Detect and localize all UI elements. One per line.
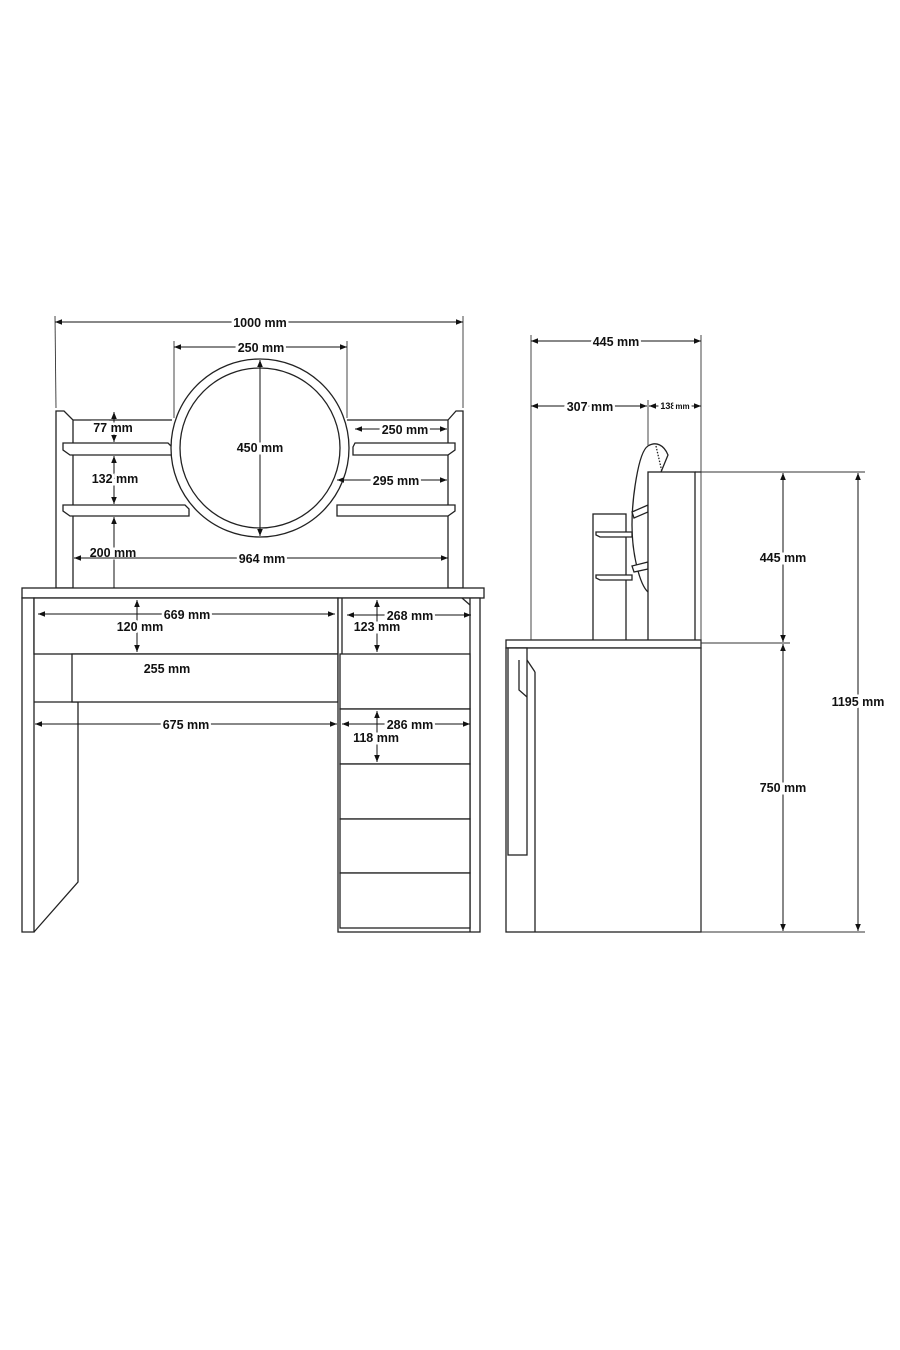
top-drawer xyxy=(33,597,339,655)
hutch-left-panel xyxy=(55,410,74,589)
mirror-side xyxy=(631,445,649,593)
label-shelf-spacing: 132 mm xyxy=(92,472,139,486)
label-mirror-width: 250 mm xyxy=(238,341,285,355)
cabinet-drawer-3 xyxy=(339,763,471,820)
hutch-right-panel xyxy=(447,410,464,589)
label-top-gap: 77 mm xyxy=(93,421,133,435)
side-view: 445 mm 307 mm 138mm 445 mm 750 mm 1195 m… xyxy=(505,333,887,933)
shelf-right-upper xyxy=(352,442,456,456)
label-inner-width: 964 mm xyxy=(239,552,286,566)
label-hutch-height: 445 mm xyxy=(760,551,807,565)
label-mirror-diameter: 450 mm xyxy=(237,441,284,455)
label-hutch-depth: 138mm xyxy=(660,401,689,411)
shelf-left-lower xyxy=(62,504,190,517)
front-view: 1000 mm 250 mm 450 mm 77 mm 132 mm 200 m… xyxy=(21,314,485,933)
cabinet-drawer-4 xyxy=(339,818,471,874)
shelf-right-lower xyxy=(336,504,456,517)
side-desktop xyxy=(505,639,702,649)
label-cabinet-drawer-width: 286 mm xyxy=(387,718,434,732)
label-right-shelf-lower: 295 mm xyxy=(373,474,420,488)
label-knee-width: 675 mm xyxy=(163,718,210,732)
label-depth: 445 mm xyxy=(593,335,640,349)
cabinet-drawer-5 xyxy=(339,872,471,929)
label-desk-depth: 307 mm xyxy=(567,400,614,414)
label-desk-height: 750 mm xyxy=(760,781,807,795)
label-drawer-width: 669 mm xyxy=(164,608,211,622)
shelf-left-upper xyxy=(62,442,173,456)
label-niche-height: 123 mm xyxy=(354,620,401,634)
label-niche-width: 268 mm xyxy=(387,609,434,623)
left-leg xyxy=(21,597,35,933)
label-right-shelf-upper: 250 mm xyxy=(382,423,429,437)
cabinet-drawer-2 xyxy=(339,708,471,765)
label-drawer-height: 120 mm xyxy=(117,620,164,634)
modesty-panel xyxy=(71,653,339,703)
label-modesty-height: 255 mm xyxy=(144,662,191,676)
desktop xyxy=(21,587,485,599)
label-total-height: 1195 mm xyxy=(832,695,885,709)
side-hutch xyxy=(647,471,696,644)
label-cabinet-drawer-height: 118 mm xyxy=(353,731,399,745)
hutch-depth-unit: mm xyxy=(675,402,689,411)
hutch-depth-value: 138 xyxy=(660,401,675,411)
cabinet-drawer-1 xyxy=(339,653,471,710)
side-desk-body xyxy=(505,647,702,933)
label-overall-width: 1000 mm xyxy=(233,316,287,330)
